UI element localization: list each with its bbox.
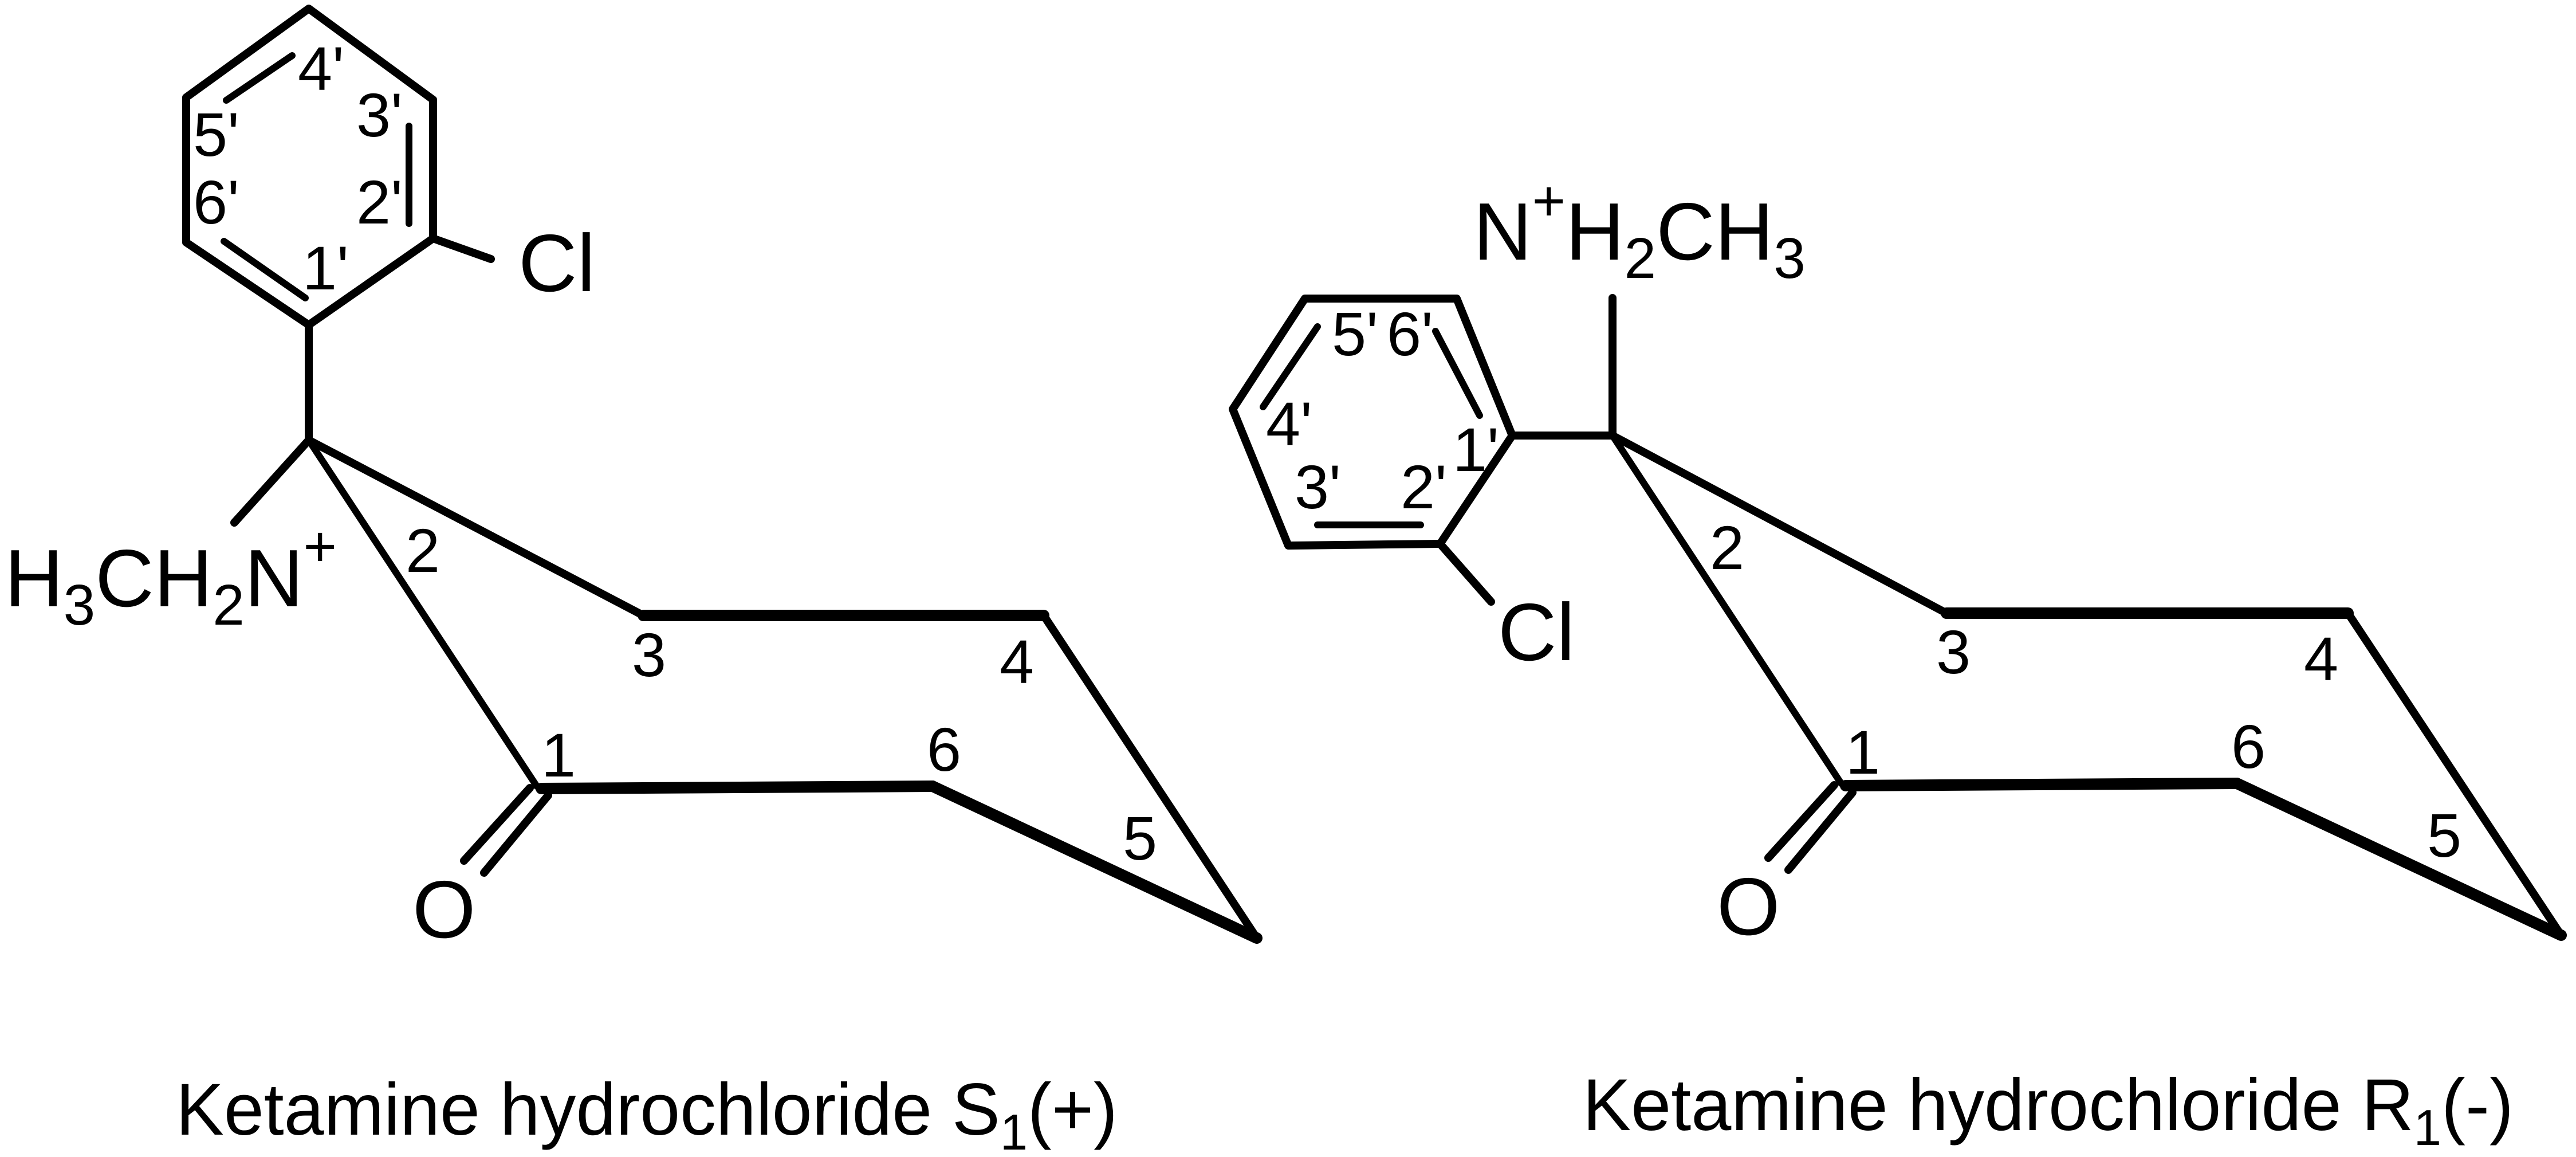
ring-number-6: 6 (927, 715, 961, 784)
aryl-number-5: 5' (1332, 299, 1378, 368)
chlorine-atom: Cl (518, 218, 595, 309)
carbonyl-bond-b (1784, 789, 1857, 874)
carbonyl-bond-b (480, 791, 552, 877)
aryl-number-6: 6' (1387, 299, 1433, 368)
chlorine-atom: Cl (1498, 587, 1575, 678)
ring-number-5: 5 (2427, 801, 2461, 870)
c1-c6-bond (1840, 778, 2243, 791)
cyclohexanone-ring (1608, 432, 2567, 941)
aryl-number-5: 5' (193, 100, 239, 169)
aryl-number-1: 1' (302, 233, 349, 303)
ring-number-2: 2 (406, 516, 440, 585)
molecule-r-enantiomer: 5' 6' 4' 1' 3' 2' Cl N+H2CH3 O 1 2 3 4 5… (1229, 169, 2567, 1156)
aryl-number-4: 4' (298, 34, 344, 103)
molecule-s-enantiomer: 4' 3' 5' 6' 2' 1' Cl H3CH2N+ O 1 2 (5, 5, 1263, 1157)
double-bond-4-5 (223, 52, 296, 104)
aryl-number-1: 1' (1453, 415, 1499, 484)
ring-number-3: 3 (632, 620, 666, 689)
carbonyl-bond-a (1764, 781, 1838, 862)
oxygen-atom: O (412, 864, 475, 955)
ring-number-1: 1 (1846, 717, 1880, 787)
c4-c5-bond (1040, 611, 1261, 942)
c4-c5-bond (2344, 609, 2565, 939)
oxygen-atom: O (1717, 861, 1780, 952)
c2-c1-bond (1609, 432, 1845, 787)
c2-c3-bond (305, 436, 647, 619)
c-cl-bond (429, 234, 495, 263)
c2-c1-bond (305, 437, 540, 790)
ring-number-5: 5 (1123, 803, 1157, 873)
ring-number-3: 3 (1936, 617, 1971, 687)
double-bond-6-1 (1432, 328, 1483, 419)
ring-number-4: 4 (1000, 627, 1034, 696)
aryl-number-6: 6' (193, 167, 239, 237)
c2-c3-bond (1608, 432, 1950, 617)
aryl-number-2: 2' (356, 167, 403, 237)
chlorophenyl-ring (1229, 295, 1516, 606)
c-cl-bond (1436, 540, 1495, 606)
carbonyl-bond-a (460, 784, 534, 865)
aryl-number-3: 3' (356, 80, 403, 150)
caption-r-enantiomer: Ketamine hydrochloride R1(-) (1583, 1064, 2514, 1156)
aryl-number-4: 4' (1266, 389, 1312, 458)
c6-c5-bond (927, 781, 1263, 944)
c1-c6-bond (536, 781, 938, 794)
ring-number-6: 6 (2231, 712, 2266, 781)
cyclohexanone-ring (305, 436, 1263, 944)
ring-number-1: 1 (541, 720, 576, 790)
double-bond-6-1 (221, 238, 309, 301)
double-bond-4-5 (1260, 323, 1321, 410)
c2-n-bond (230, 436, 313, 527)
ethylamine-label: N+H2CH3 (1473, 169, 1806, 291)
ring-number-2: 2 (1710, 513, 1744, 582)
aryl-number-3: 3' (1295, 452, 1341, 521)
c6-c5-bond (2231, 778, 2567, 941)
ethylamine-label: H3CH2N+ (5, 515, 337, 637)
aryl-number-2: 2' (1401, 452, 1447, 521)
caption-s-enantiomer: Ketamine hydrochloride S1(+) (176, 1069, 1118, 1157)
ring-number-4: 4 (2304, 624, 2338, 693)
